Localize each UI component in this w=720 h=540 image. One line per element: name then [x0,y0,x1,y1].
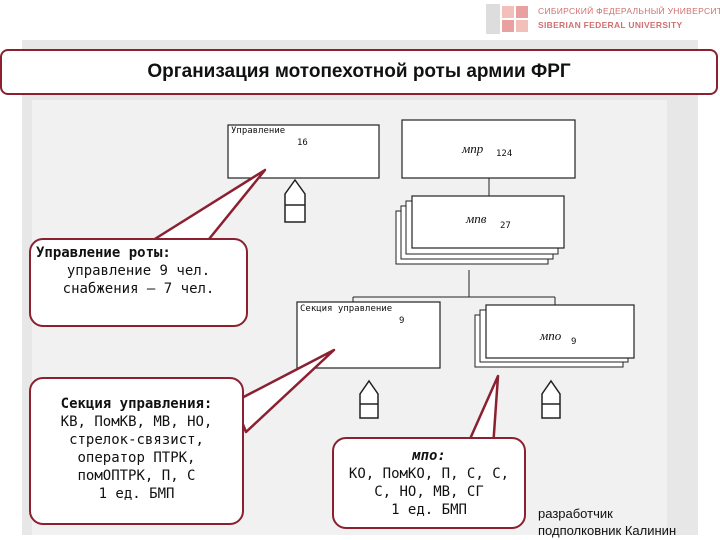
mpv-label: мпв [466,211,487,226]
mpo-label: мпо [540,328,562,343]
mpv-count: 27 [500,221,511,231]
callout-section-title: Секция управления: [60,396,213,412]
mpr-label: мпр [462,141,484,156]
section-count: 9 [399,316,405,326]
callout-section-management: Секция управления: КВ, ПомКВ, МВ, НО, ст… [29,377,244,525]
callout-section-line: помОПТРК, П, С [77,468,196,484]
callout-mpo-line: С, НО, МВ, СГ [374,484,484,500]
callout-mpo-line: КО, ПомКО, П, С, С, [348,466,510,482]
mpr-count: 124 [496,149,513,159]
vehicle-symbol-mpo [541,379,561,419]
title-bar: Организация мотопехотной роты армии ФРГ [0,49,718,95]
callout-section-line: КВ, ПомКВ, МВ, НО, [60,414,213,430]
management-box [227,124,380,179]
management-label: Управление [231,126,286,136]
callout-section-line: оператор ПТРК, [77,450,196,466]
university-name-ru: СИБИРСКИЙ ФЕДЕРАЛЬНЫЙ УНИВЕРСИТЕТ [538,6,720,16]
mpv-box [411,195,565,249]
vehicle-symbol-section [359,379,379,419]
author-name: подполковник Калинин [538,523,677,538]
author-credit: разработчик подполковник Калинин [538,505,676,539]
vehicle-symbol-management [284,178,306,223]
mpo-count: 9 [571,337,577,347]
callout-company-management: Управление роты: управление 9 чел. снабж… [29,238,248,327]
callout-pointer-section [232,348,336,434]
callout-company-line: управление 9 чел. [66,263,211,279]
callout-company-title: Управление роты: [36,245,171,261]
mpo-box [485,304,635,359]
callout-mpo-line: 1 ед. БМП [391,502,467,518]
callout-section-line: стрелок-связист, [69,432,204,448]
author-role: разработчик [538,506,613,521]
section-label: Секция управление [300,304,393,314]
page-title: Организация мотопехотной роты армии ФРГ [147,61,571,82]
university-name-en: SIBERIAN FEDERAL UNIVERSITY [538,20,683,30]
mpr-box [401,119,576,179]
management-count: 16 [297,138,308,148]
university-logo-icon [486,4,528,34]
callout-mpo: мпо: КО, ПомКО, П, С, С, С, НО, МВ, СГ 1… [332,437,526,529]
callout-company-line: снабжения – 7 чел. [62,281,215,297]
callout-section-line: 1 ед. БМП [98,486,175,502]
callout-mpo-title: мпо: [412,448,446,464]
callout-pointer-company [148,168,267,246]
